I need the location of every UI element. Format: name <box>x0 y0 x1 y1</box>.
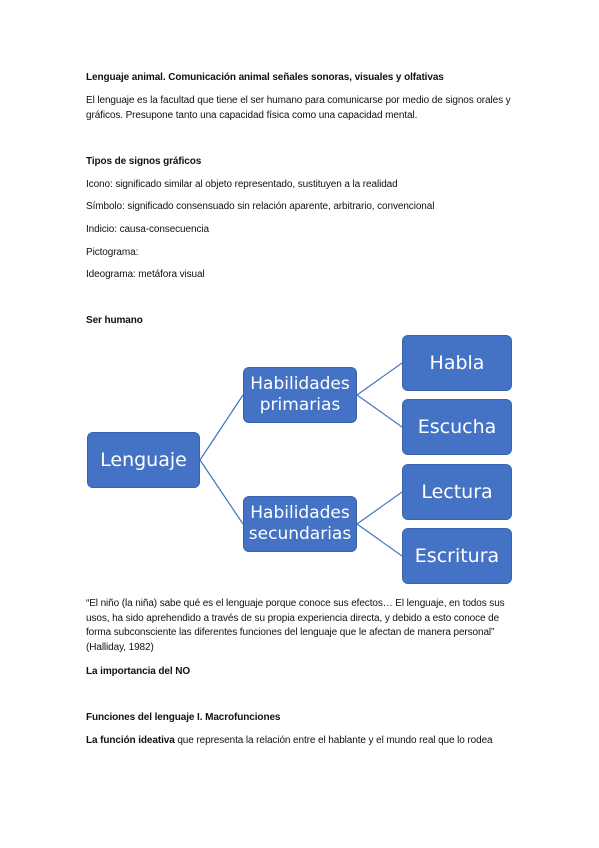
sign-simbolo: Símbolo: significado consensuado sin rel… <box>86 201 435 212</box>
node-lenguaje: Lenguaje <box>87 432 200 488</box>
document-title: Lenguaje animal. Comunicación animal señ… <box>86 72 444 83</box>
intro-paragraph: El lenguaje es la facultad que tiene el … <box>86 95 511 121</box>
node-lectura: Lectura <box>402 464 512 520</box>
sign-indicio: Indicio: causa-consecuencia <box>86 224 209 235</box>
connector-secondary-escritura <box>356 523 403 557</box>
node-habilidades-secundarias: Habilidades secundarias <box>243 496 357 552</box>
ideativa-term: La función ideativa <box>86 735 175 746</box>
connector-primary-habla <box>356 362 403 396</box>
halliday-quote: “El niño (la niña) sabe qué es el lengua… <box>86 598 505 653</box>
sign-pictograma: Pictograma: <box>86 247 139 258</box>
node-escritura: Escritura <box>402 528 512 584</box>
connector-secondary-lectura <box>356 491 403 525</box>
functions-heading: Funciones del lenguaje I. Macrofunciones <box>86 712 281 723</box>
node-habla: Habla <box>402 335 512 391</box>
connector-root-primary <box>199 394 244 461</box>
node-habilidades-primarias: Habilidades primarias <box>243 367 357 423</box>
no-heading: La importancia del NO <box>86 666 191 677</box>
connector-root-secondary <box>199 459 244 525</box>
ideativa-definition: que representa la relación entre el habl… <box>174 735 493 746</box>
sign-icono: Icono: significado similar al objeto rep… <box>86 179 398 190</box>
sign-ideograma: Ideograma: metáfora visual <box>86 269 205 280</box>
connector-primary-escucha <box>356 394 403 428</box>
ideativa-paragraph: La función ideativa que representa la re… <box>86 734 493 747</box>
node-escucha: Escucha <box>402 399 512 455</box>
signs-heading: Tipos de signos gráficos <box>86 156 202 167</box>
section-ser-humano: Ser humano <box>86 315 143 326</box>
